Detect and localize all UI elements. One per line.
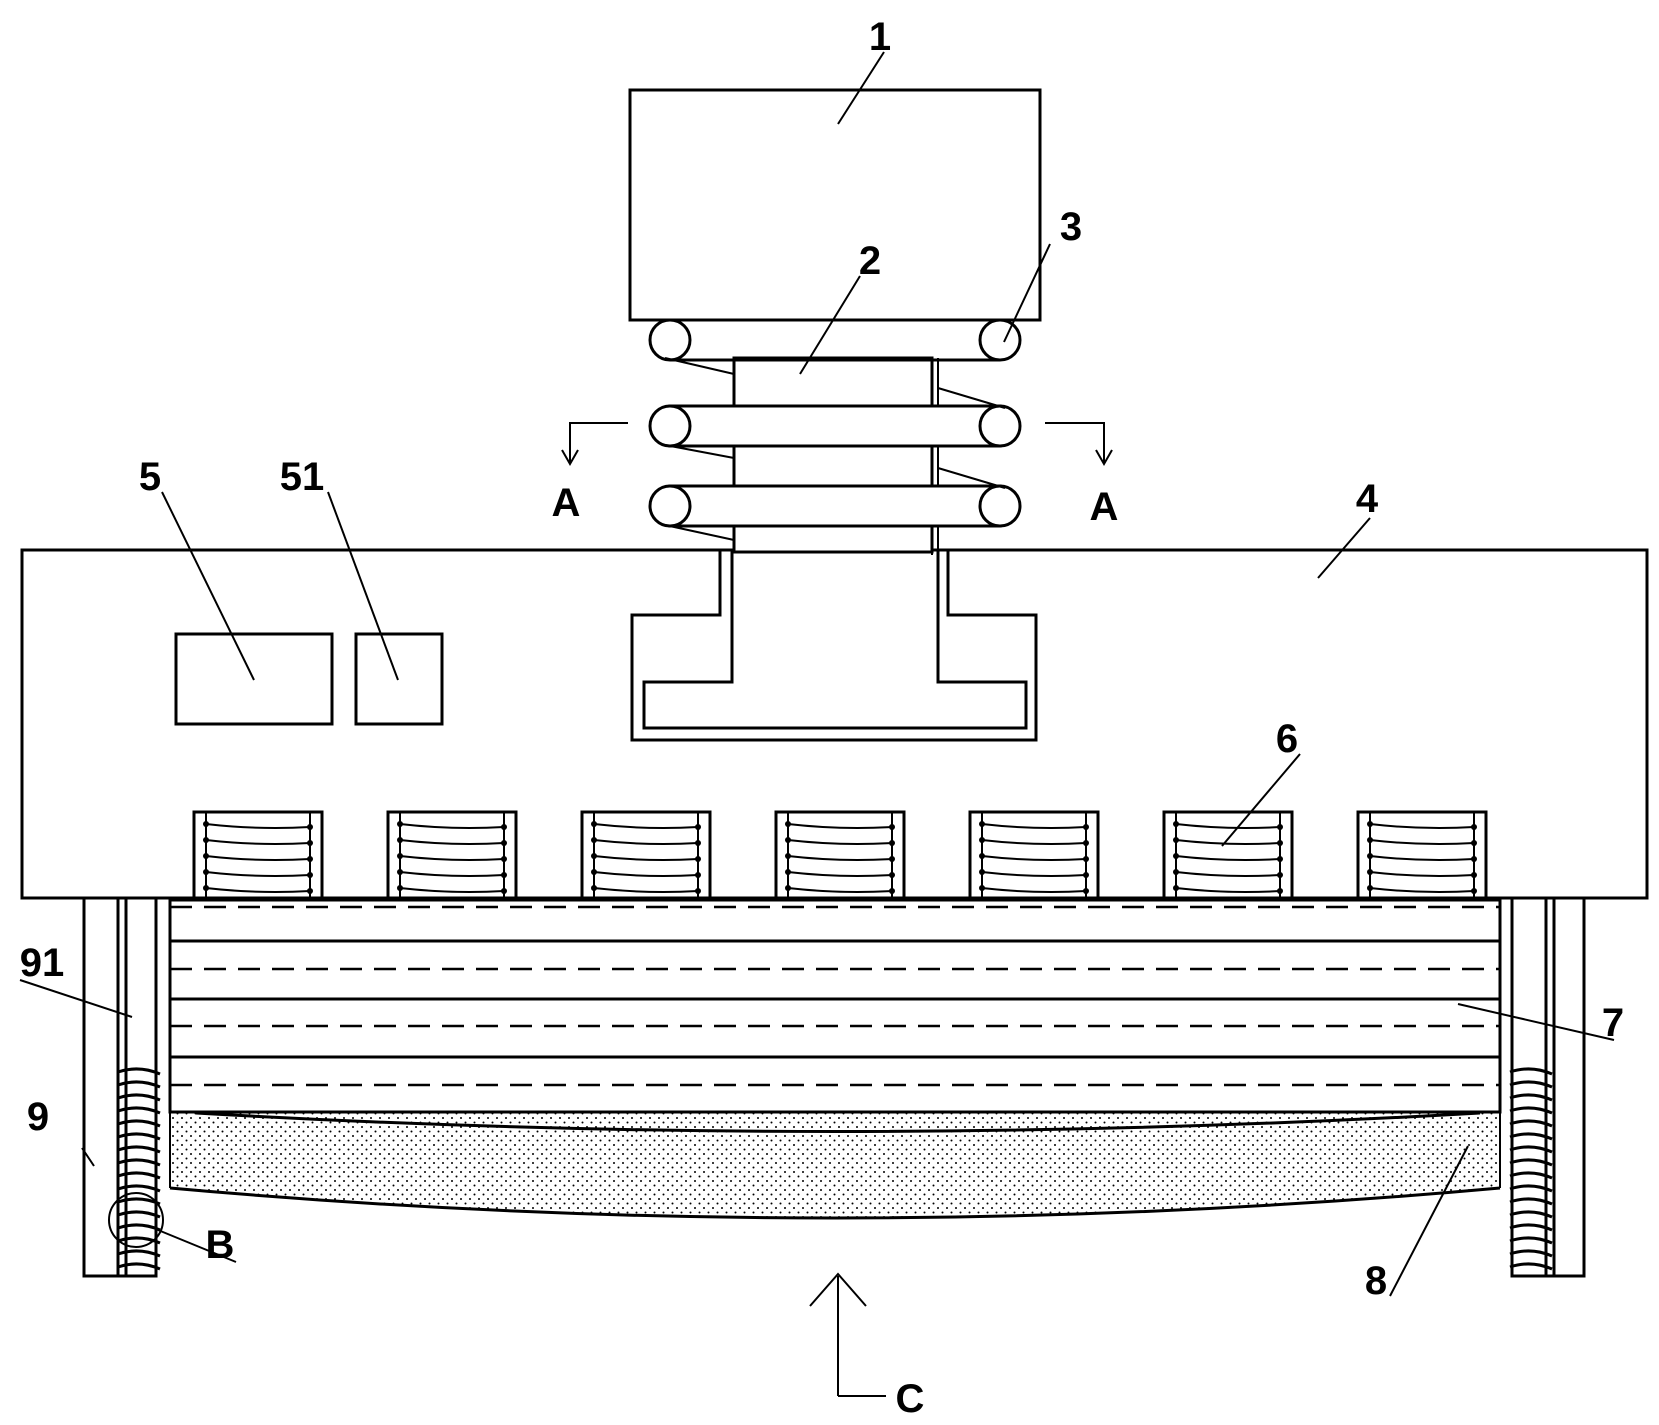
part-1-top-box [628,88,1042,322]
spring-roller-top-right [978,318,1022,362]
section-arrow-a-left [561,422,628,467]
coil-block [968,810,1100,900]
spring-roller-mid-left [648,404,692,448]
coil-block [774,810,906,900]
label-section-a-left: A [552,481,581,525]
part-3-spring [648,318,1022,541]
label-part-9: 9 [27,1095,49,1139]
part-9-left-post [82,896,158,1278]
coil-block [1356,810,1488,900]
part-8-dotted-layer [169,1111,1501,1220]
coil-block [386,810,518,900]
part-6-coil-blocks [192,810,1488,900]
t-slot-outer [630,550,1038,742]
label-part-4: 4 [1356,477,1379,521]
label-part-6: 6 [1276,717,1298,761]
label-view-c: C [896,1377,925,1421]
label-detail-b: B [206,1223,235,1267]
label-part-1: 1 [869,15,891,59]
label-part-8: 8 [1365,1259,1387,1303]
view-arrow-c [809,1272,886,1397]
coil-block [192,810,324,900]
label-part-51: 51 [280,455,325,499]
leader-lines [19,51,1615,1297]
spring-roller-bot-right [978,484,1022,528]
label-part-5: 5 [139,455,161,499]
section-arrow-a-right [1045,422,1113,467]
spring-roller-top-left [648,318,692,362]
part-51-box [354,632,444,726]
label-section-a-right: A [1090,485,1119,529]
label-part-91: 91 [20,941,65,985]
coil-block [1162,810,1294,900]
detail-b-circle [108,1192,164,1248]
spring-roller-mid-right [978,404,1022,448]
right-side-spring [1509,1067,1553,1271]
t-slot-inner [642,550,1028,730]
label-part-7: 7 [1602,1001,1624,1045]
label-part-3: 3 [1060,205,1082,249]
left-side-spring [117,1067,161,1271]
label-part-2: 2 [859,239,881,283]
spring-roller-bot-left [648,484,692,528]
side-springs [117,1067,1553,1271]
part-7-plate-stack [168,898,1502,1114]
coil-block [580,810,712,900]
